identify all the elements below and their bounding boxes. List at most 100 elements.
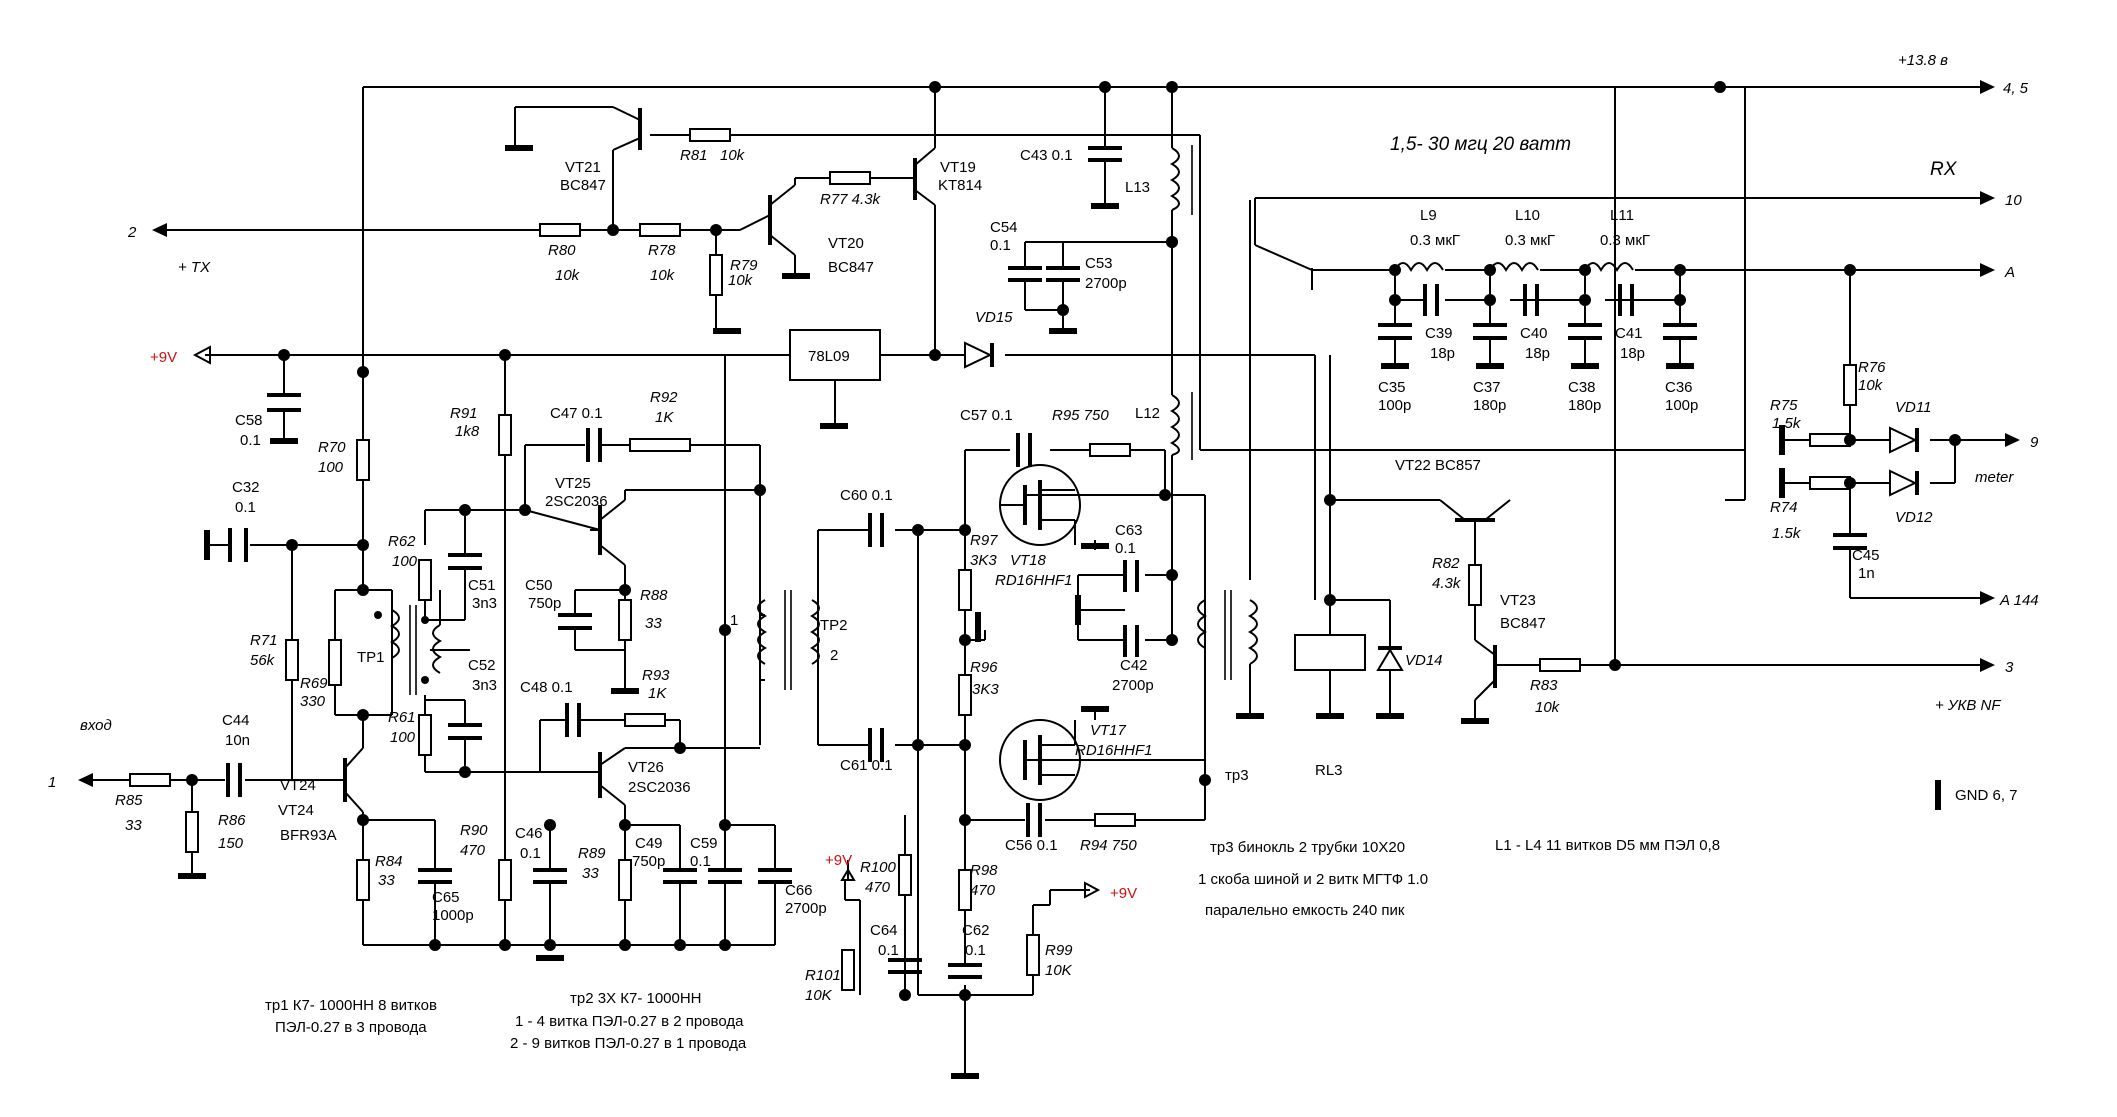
label-R77: R77 4.3k [820, 191, 882, 208]
diode-VD15 [964, 341, 994, 369]
resistor-R85 [129, 773, 171, 787]
label-C41-value: 18p [1620, 345, 1645, 362]
label-R97: R97 [970, 532, 998, 549]
label-R93: R93 [642, 667, 670, 684]
label-C49: C49 [635, 835, 663, 852]
label-C59: C59 [690, 835, 718, 852]
label-R71: R71 [250, 632, 278, 649]
label-VD15: VD15 [975, 309, 1013, 326]
resistor-R89 [618, 859, 632, 901]
resistor-R92 [629, 438, 691, 452]
label-VT25-type: 2SC2036 [545, 493, 608, 510]
inductor-L9 [1394, 262, 1444, 273]
ground-symbols [178, 145, 1941, 1079]
label-VT18: VT18 [1010, 552, 1047, 569]
label-R61: R61 [388, 709, 416, 726]
label-L9: L9 [1420, 207, 1437, 224]
resistor-R98 [958, 869, 972, 911]
label-VT17: VT17 [1090, 722, 1127, 739]
label-VT23-type: BC847 [1500, 615, 1546, 632]
label-R90-value: 470 [460, 842, 486, 859]
resistor-R70 [356, 439, 370, 481]
capacitor-C35 [1378, 323, 1412, 340]
mosfet-VT17 [999, 719, 1081, 801]
label-C64: C64 [870, 922, 898, 939]
diode-VD11 [1889, 426, 1919, 454]
resistor-R62 [418, 559, 432, 601]
label-R91: R91 [450, 405, 478, 422]
resistor-R101 [841, 949, 855, 991]
resistor-R97 [958, 569, 972, 611]
label-tx: + TX [178, 259, 211, 276]
label-R95: R95 750 [1052, 407, 1109, 424]
label-C42-value: 2700p [1112, 677, 1154, 694]
label-R79-value: 10k [728, 272, 754, 289]
label-C35: C35 [1378, 379, 1406, 396]
label-R81: R81 [680, 147, 708, 164]
label-C53-value: 2700p [1085, 275, 1127, 292]
label-port-45: 4, 5 [2003, 80, 2029, 97]
label-R75-value: 1.5k [1772, 415, 1802, 432]
label-L9-value: 0.3 мкГ [1410, 232, 1460, 249]
inductor-L13 [1169, 147, 1180, 211]
label-C58-value: 0.1 [240, 432, 261, 449]
label-R88-value: 33 [645, 615, 662, 632]
label-C37-value: 180p [1473, 397, 1506, 414]
resistor-R90 [498, 859, 512, 901]
label-C49-value: 750p [632, 853, 665, 870]
label-C39-value: 18p [1430, 345, 1455, 362]
label-C56: C56 0.1 [1005, 837, 1058, 854]
label-R80: R80 [548, 242, 576, 259]
label-C48: C48 0.1 [520, 679, 573, 696]
resistor-R81 [689, 128, 731, 142]
label-9v-bottom: +9V [825, 852, 852, 869]
label-VT18-type: RD16HHF1 [995, 572, 1073, 589]
capacitor-C39 [1423, 284, 1439, 316]
label-C62-value: 0.1 [965, 942, 986, 959]
label-band-title: 1,5- 30 мгц 20 ватт [1390, 134, 1571, 155]
label-C46-value: 0.1 [520, 845, 541, 862]
capacitor-C60 [868, 513, 884, 547]
label-C54: C54 [990, 219, 1018, 236]
label-C52: C52 [468, 657, 496, 674]
label-TP2: TP2 [820, 617, 848, 634]
label-L12: L12 [1135, 405, 1160, 422]
label-input: вход [80, 717, 112, 734]
resistor-R100 [898, 854, 912, 896]
resistor-R76 [1843, 364, 1857, 406]
label-C58: C58 [235, 412, 263, 429]
label-supply-138: +13.8 в [1898, 52, 1948, 69]
capacitor-C42 [1123, 625, 1139, 657]
label-R88: R88 [640, 587, 668, 604]
label-C59-value: 0.1 [690, 853, 711, 870]
label-C65-value: 1000p [432, 907, 474, 924]
label-VT25: VT25 [555, 475, 591, 492]
resistor-R94 [1094, 813, 1136, 827]
resistor-R95 [1089, 443, 1131, 457]
inductors [1169, 145, 1634, 460]
label-VT21-type: BC847 [560, 177, 606, 194]
resistor-R91 [498, 414, 512, 456]
capacitor-C45 [1833, 533, 1867, 550]
label-C40: C40 [1520, 325, 1548, 342]
label-VD12: VD12 [1895, 509, 1933, 526]
label-R76-value: 10k [1858, 377, 1884, 394]
label-R100-value: 470 [865, 879, 891, 896]
transformer-TP1 [374, 605, 443, 695]
label-R92: R92 [650, 389, 678, 406]
label-R62: R62 [388, 533, 416, 550]
capacitor-C52 [448, 723, 482, 740]
label-R69-value: 330 [300, 693, 326, 710]
label-R92-value: 1K [655, 409, 674, 426]
note-tr1-line2: ПЭЛ-0.27 в 3 провода [275, 1019, 427, 1036]
label-C50: C50 [525, 577, 553, 594]
label-VT24: VT24 [280, 777, 316, 794]
label-VT20: VT20 [828, 235, 864, 252]
label-C51: C51 [468, 577, 496, 594]
label-VT24: VT24 [278, 802, 314, 819]
label-R85-value: 33 [125, 817, 142, 834]
label-C51-value: 3n3 [472, 595, 497, 612]
inductor-L11 [1584, 262, 1634, 273]
label-R75: R75 [1770, 397, 1798, 414]
label-C50-value: 750p [528, 595, 561, 612]
